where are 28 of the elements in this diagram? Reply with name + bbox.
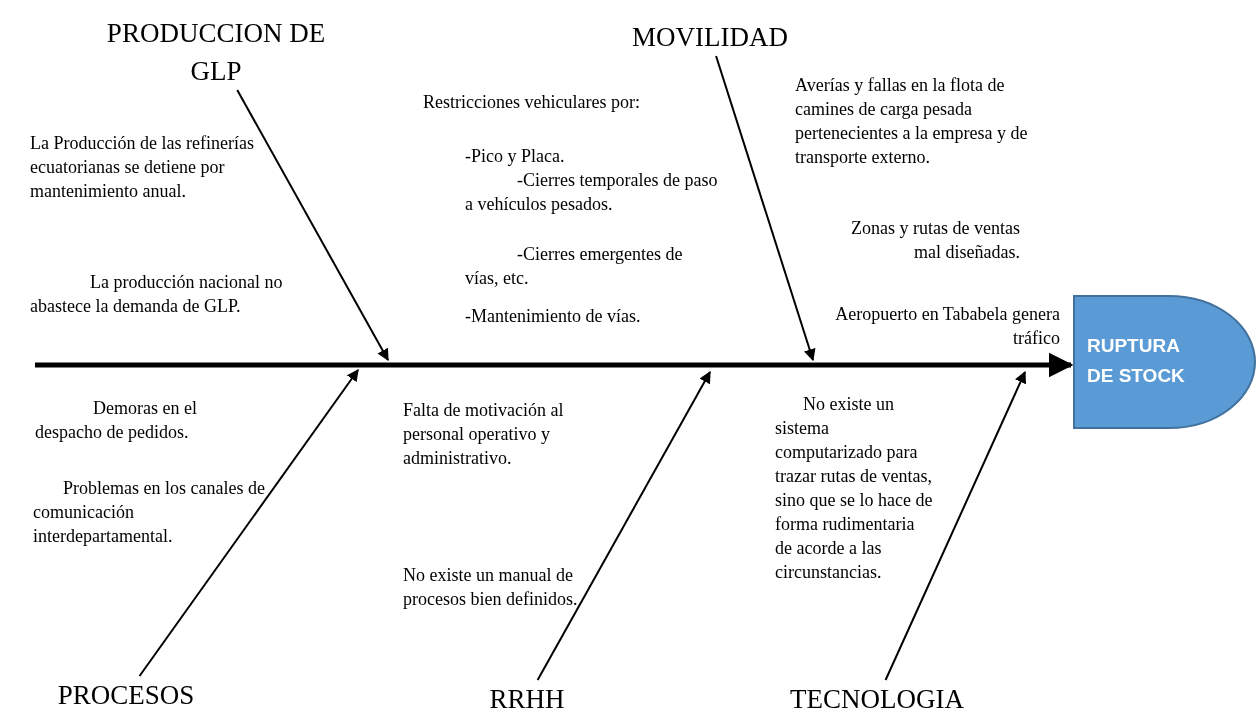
arrow <box>884 370 1026 681</box>
category-label: TECNOLOGIA <box>770 680 984 717</box>
cause-text: -Cierres temporales de paso a vehículos pesados. <box>465 169 719 216</box>
category-label: PROCESOS <box>40 676 212 714</box>
cause-text: Zonas y rutas de ventas mal diseñadas. <box>850 217 1020 264</box>
cause-text: -Mantenimiento de vías. <box>465 305 642 328</box>
cause-text: La producción nacional no abastece la demanda de GLP. <box>30 271 284 318</box>
category-label: PRODUCCION DE GLP <box>80 14 352 90</box>
arrow <box>138 369 359 677</box>
category-label: RRHH <box>483 680 571 717</box>
cause-text: No existe un sistema computarizado para trazar rutas de ventas, sino que se lo hace de forma rudimentaria de acorde a las circunstancias. <box>775 393 934 584</box>
effect-head-shape <box>1073 295 1256 429</box>
cause-text: No existe un manual de procesos bien definidos. <box>403 564 579 611</box>
cause-text: Demoras en el despacho de pedidos. <box>35 397 198 444</box>
cause-text: Averías y fallas en la flota de camines de carga pesada pertenecientes a la empresa y de transporte externo. <box>795 74 1029 169</box>
cause-text: -Cierres emergentes de vías, etc. <box>465 243 684 290</box>
arrow <box>536 370 711 681</box>
cause-text: Aeropuerto en Tababela genera tráfico <box>834 303 1060 350</box>
effect-label: RUPTURA DE STOCK <box>1087 334 1186 388</box>
spine-arrow <box>35 352 1074 378</box>
cause-text: La Producción de las refinerías ecuatorianas se detiene por mantenimiento anual. <box>30 132 255 203</box>
arrow <box>236 89 389 362</box>
cause-text: Restricciones vehiculares por: <box>423 91 641 114</box>
arrow <box>715 55 816 362</box>
cause-text: Falta de motivación al personal operativo y administrativo. <box>403 399 565 470</box>
cause-text: Problemas en los canales de comunicación interdepartamental. <box>33 477 266 548</box>
category-label: MOVILIDAD <box>612 18 808 56</box>
cause-text: -Pico y Placa. <box>465 145 566 168</box>
